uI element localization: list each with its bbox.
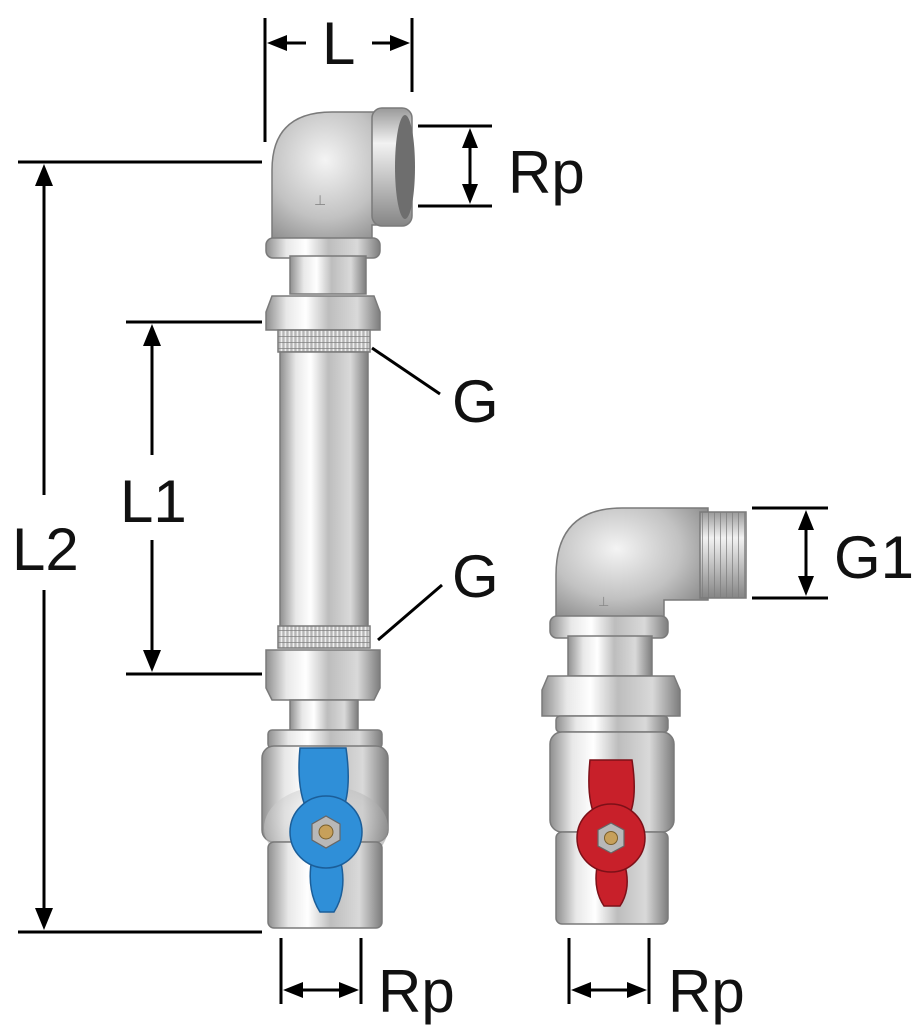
arrow-up-icon — [462, 128, 478, 148]
label-L2: L2 — [12, 516, 79, 583]
arrow-left-icon — [283, 982, 303, 998]
label-Rp-top: Rp — [508, 139, 585, 206]
label-L1: L1 — [120, 468, 187, 535]
right-nut — [541, 675, 681, 717]
arrow-up-icon — [35, 164, 53, 186]
arrow-down-icon — [462, 184, 478, 204]
elbow-mark: ⊥ — [598, 594, 609, 609]
left-ball-valve — [261, 729, 389, 929]
label-G1: G1 — [834, 524, 913, 591]
left-assembly: ⊥ — [261, 107, 415, 929]
right-coupling — [567, 635, 653, 677]
leader-G-lower: G — [377, 543, 499, 642]
leader-G-upper: G — [371, 346, 499, 435]
left-valve-handle — [289, 747, 363, 913]
arrow-right-icon — [627, 982, 647, 998]
dimension-G1: G1 — [752, 506, 913, 600]
left-upper-nut — [265, 295, 381, 331]
left-upper-coupling — [289, 255, 367, 295]
label-G-upper: G — [452, 368, 499, 435]
dimension-L2: L2 — [12, 160, 262, 934]
arrow-up-icon — [143, 324, 161, 346]
dimension-L: L — [263, 10, 414, 142]
arrow-down-icon — [35, 908, 53, 930]
arrow-down-icon — [798, 576, 814, 596]
label-Rp-bottom-left: Rp — [378, 958, 455, 1025]
arrow-down-icon — [143, 650, 161, 672]
left-elbow-collar — [265, 237, 381, 259]
right-elbow-fitting: ⊥ — [555, 507, 747, 626]
left-elbow-fitting: ⊥ — [271, 107, 415, 251]
dimension-Rp-bottom-left: Rp — [279, 938, 455, 1025]
dimension-Rp-bottom-right: Rp — [567, 938, 745, 1025]
label-G-lower: G — [452, 543, 499, 610]
arrow-left-icon — [571, 982, 591, 998]
label-Rp-bottom-right: Rp — [668, 958, 745, 1025]
left-pipe — [279, 351, 369, 629]
dimension-Rp-top: Rp — [418, 124, 585, 208]
elbow-mark: ⊥ — [314, 192, 326, 208]
left-lower-coupling — [289, 699, 359, 731]
label-L: L — [322, 10, 355, 77]
arrow-right-icon — [339, 982, 359, 998]
left-lower-nut — [265, 649, 381, 701]
arrow-up-icon — [798, 510, 814, 530]
left-upper-thread — [277, 329, 371, 353]
right-ball-valve — [549, 715, 675, 925]
dimension-L1: L1 — [120, 320, 262, 676]
arrow-right-icon — [390, 35, 410, 51]
right-valve-handle — [576, 759, 646, 907]
right-assembly: ⊥ — [541, 507, 747, 925]
right-elbow-collar — [549, 615, 669, 639]
arrow-left-icon — [267, 35, 287, 51]
left-lower-thread — [277, 625, 371, 649]
